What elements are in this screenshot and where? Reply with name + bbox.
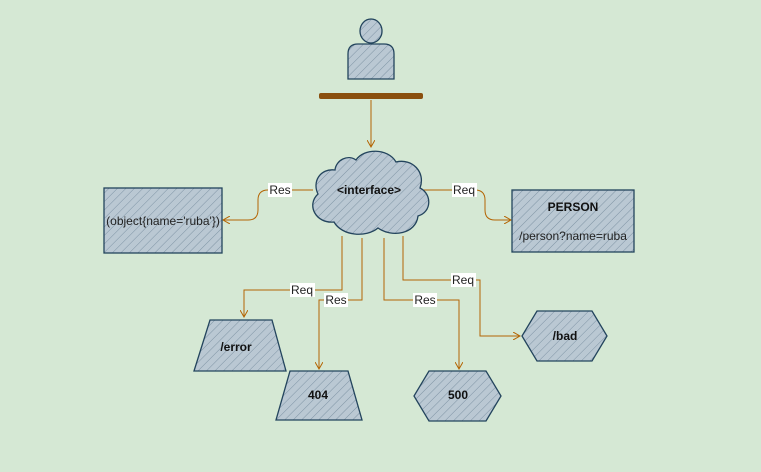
edge-label-error: Req: [290, 283, 315, 297]
bad-node[interactable]: /bad: [521, 310, 608, 362]
edge-to-bad: [402, 236, 519, 336]
404-label: 404: [308, 388, 328, 402]
error-node[interactable]: /error: [193, 319, 287, 372]
edge-to-response: [224, 189, 313, 220]
person-query: /person?name=ruba: [519, 229, 627, 243]
500-label: 500: [448, 388, 468, 402]
500-node[interactable]: 500: [413, 370, 502, 422]
response-node[interactable]: (object{name='ruba'}): [103, 187, 223, 254]
edge-label-person: Req: [452, 183, 477, 197]
interface-cloud-node[interactable]: <interface>: [312, 150, 430, 235]
edge-label-404: Res: [324, 293, 348, 307]
actor-base-bar: [319, 93, 423, 99]
response-label: (object{name='ruba'}): [106, 214, 220, 228]
person-title: PERSON: [548, 200, 599, 214]
svg-text:Res: Res: [325, 293, 346, 307]
user-actor-icon: [347, 18, 395, 80]
bad-label: /bad: [553, 329, 578, 343]
edge-to-person: [421, 189, 510, 220]
svg-text:Req: Req: [453, 183, 475, 197]
svg-text:Res: Res: [414, 293, 435, 307]
404-node[interactable]: 404: [275, 370, 363, 421]
svg-text:Req: Req: [452, 273, 474, 287]
svg-text:Res: Res: [269, 183, 290, 197]
svg-text:Req: Req: [291, 283, 313, 297]
edge-label-response: Res: [268, 183, 292, 197]
person-node[interactable]: PERSON /person?name=ruba: [511, 189, 635, 253]
error-label: /error: [220, 340, 252, 354]
interface-label: <interface>: [337, 183, 401, 197]
edge-label-500: Res: [413, 293, 437, 307]
edge-label-bad: Req: [451, 273, 476, 287]
